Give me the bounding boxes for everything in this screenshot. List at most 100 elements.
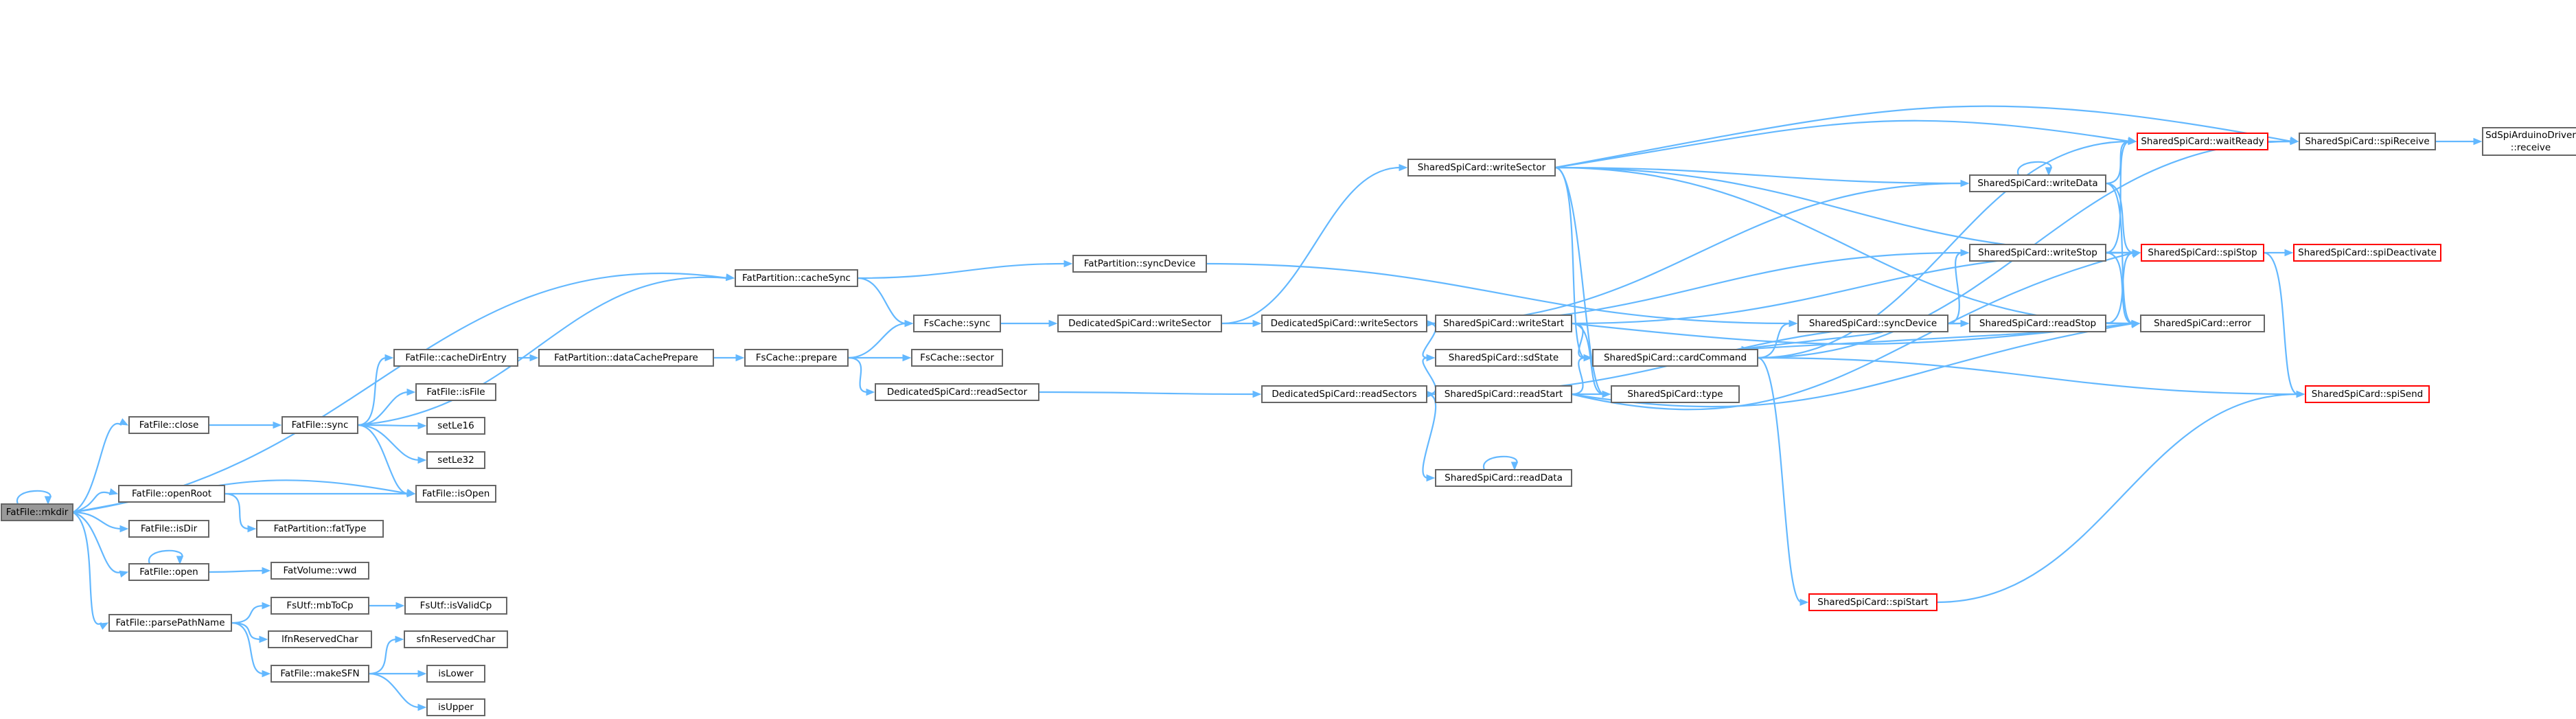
node-box	[1261, 385, 1427, 403]
node-label: SharedSpiCard::spiStop	[2148, 247, 2257, 258]
node-set-le32[interactable]: setLe32	[426, 451, 485, 469]
edge-arrowhead	[2045, 167, 2053, 176]
edge-arrowhead	[44, 496, 52, 505]
node-prepare[interactable]: FsCache::prepare	[744, 349, 849, 367]
node-is-dir[interactable]: FatFile::isDir	[128, 520, 209, 538]
edge-dReadSector-to-dReadSectors	[1038, 390, 1262, 398]
node-is-valid-cp[interactable]: FsUtf::isValidCp	[404, 597, 507, 615]
node-sync-device[interactable]: FatPartition::syncDevice	[1072, 255, 1207, 273]
node-box	[1797, 315, 1948, 332]
edge-arrowhead	[247, 525, 257, 533]
edge-line	[2263, 251, 2299, 396]
node-spi-deactivate[interactable]: SharedSpiCard::spiDeactivate	[2293, 244, 2441, 262]
edge-line	[72, 511, 122, 573]
node-cache-dir-entry[interactable]: FatFile::cacheDirEntry	[393, 349, 518, 367]
node-box	[1407, 159, 1556, 176]
node-sector[interactable]: FsCache::sector	[911, 349, 1003, 367]
node-vwd[interactable]: FatVolume::vwd	[271, 562, 369, 580]
edge-arrowhead	[259, 635, 268, 643]
node-data-cache-prepare[interactable]: FatPartition::dataCachePrepare	[538, 349, 714, 367]
edge-line	[1206, 262, 1791, 325]
node-lfn-reserved-char[interactable]: lfnReservedChar	[268, 630, 372, 648]
node-cache-sync[interactable]: FatPartition::cacheSync	[735, 269, 858, 287]
node-sfn-reserved-char[interactable]: sfnReservedChar	[404, 630, 508, 648]
node-is-file[interactable]: FatFile::isFile	[415, 383, 496, 401]
node-write-data[interactable]: SharedSpiCard::writeData	[1969, 174, 2106, 192]
node-ss-sync-device[interactable]: SharedSpiCard::syncDevice	[1797, 315, 1948, 332]
edge-line	[1571, 251, 2135, 325]
edge-parsePathName-to-mbToCp	[231, 602, 271, 624]
node-box	[1969, 315, 2106, 332]
node-read-data[interactable]: SharedSpiCard::readData	[1435, 469, 1572, 487]
node-sd-state[interactable]: SharedSpiCard::sdState	[1435, 349, 1572, 367]
edge-parsePathName-to-lfnReservedChar	[231, 621, 268, 643]
edge-arrowhead	[395, 635, 404, 643]
node-label: FatFile::mkdir	[6, 507, 69, 518]
edge-arrowhead	[2131, 319, 2141, 328]
node-read-start[interactable]: SharedSpiCard::readStart	[1435, 385, 1572, 403]
edge-line	[1571, 356, 1586, 396]
edge-readStop-to-spiStop	[2105, 249, 2141, 325]
node-label: DedicatedSpiCard::readSectors	[1272, 389, 1416, 400]
node-d-read-sector[interactable]: DedicatedSpiCard::readSector	[875, 383, 1039, 401]
edge-arrowhead	[176, 556, 184, 565]
node-box	[744, 349, 849, 367]
edge-open-recursive	[148, 549, 184, 565]
edge-arrowhead	[2290, 137, 2299, 146]
node-box	[1592, 349, 1758, 367]
node-driver-receive[interactable]: SdSpiArduinoDriver::receive	[2482, 127, 2576, 156]
node-spi-receive[interactable]: SharedSpiCard::spiReceive	[2299, 133, 2436, 150]
node-label: FatFile::cacheDirEntry	[405, 352, 506, 363]
node-write-start[interactable]: SharedSpiCard::writeStart	[1435, 315, 1572, 332]
node-fat-type[interactable]: FatPartition::fatType	[256, 520, 384, 538]
node-write-sector[interactable]: SharedSpiCard::writeSector	[1407, 159, 1556, 176]
node-label: DedicatedSpiCard::readSector	[887, 387, 1028, 398]
edge-arrowhead	[1602, 390, 1611, 398]
node-d-write-sector[interactable]: DedicatedSpiCard::writeSector	[1057, 315, 1222, 332]
edge-line	[1571, 322, 2134, 408]
edge-open-to-vwd	[208, 567, 271, 575]
node-label: FsCache::sector	[920, 352, 994, 363]
edge-mkdir-to-parsePathName	[72, 512, 109, 630]
edge-line	[1426, 182, 1963, 325]
node-open-root[interactable]: FatFile::openRoot	[118, 485, 225, 503]
node-error[interactable]: SharedSpiCard::error	[2140, 315, 2265, 332]
edge-line	[1554, 105, 2292, 169]
node-spi-stop[interactable]: SharedSpiCard::spiStop	[2141, 244, 2264, 262]
edge-line	[231, 604, 264, 624]
node-label: FatFile::open	[139, 567, 198, 578]
edge-arrowhead	[262, 602, 271, 610]
node-box	[108, 614, 232, 632]
node-make-sfn[interactable]: FatFile::makeSFN	[271, 665, 369, 683]
node-is-upper[interactable]: isUpper	[426, 698, 485, 716]
node-box	[281, 416, 358, 434]
node-fs-sync[interactable]: FsCache::sync	[913, 315, 1001, 332]
node-parse-path-name[interactable]: FatFile::parsePathName	[108, 614, 232, 632]
node-card-command[interactable]: SharedSpiCard::cardCommand	[1592, 349, 1758, 367]
node-is-open[interactable]: FatFile::isOpen	[415, 485, 496, 503]
node-open[interactable]: FatFile::open	[128, 563, 209, 581]
node-wait-ready[interactable]: SharedSpiCard::waitReady	[2137, 133, 2268, 150]
node-write-stop[interactable]: SharedSpiCard::writeStop	[1969, 244, 2106, 262]
edge-arrowhead	[1426, 474, 1436, 482]
node-d-read-sectors[interactable]: DedicatedSpiCard::readSectors	[1261, 385, 1427, 403]
node-mb-to-cp[interactable]: FsUtf::mbToCp	[271, 597, 369, 615]
edge-arrowhead	[904, 319, 914, 328]
node-sync[interactable]: FatFile::sync	[281, 416, 358, 434]
edge-arrowhead	[902, 354, 912, 362]
node-spi-send[interactable]: SharedSpiCard::spiSend	[2305, 385, 2430, 403]
node-box	[426, 451, 485, 469]
node-is-lower[interactable]: isLower	[426, 665, 485, 683]
edge-line	[72, 491, 112, 514]
node-box	[1261, 315, 1427, 332]
node-close[interactable]: FatFile::close	[128, 416, 209, 434]
edge-line	[357, 356, 387, 426]
node-type[interactable]: SharedSpiCard::type	[1611, 385, 1740, 403]
node-mkdir[interactable]: FatFile::mkdir	[1, 503, 73, 521]
node-set-le16[interactable]: setLe16	[426, 417, 485, 435]
node-spi-start[interactable]: SharedSpiCard::spiStart	[1808, 593, 1937, 611]
edge-arrowhead	[2284, 249, 2294, 257]
node-read-stop[interactable]: SharedSpiCard::readStop	[1969, 315, 2106, 332]
node-d-write-sectors[interactable]: DedicatedSpiCard::writeSectors	[1261, 315, 1427, 332]
